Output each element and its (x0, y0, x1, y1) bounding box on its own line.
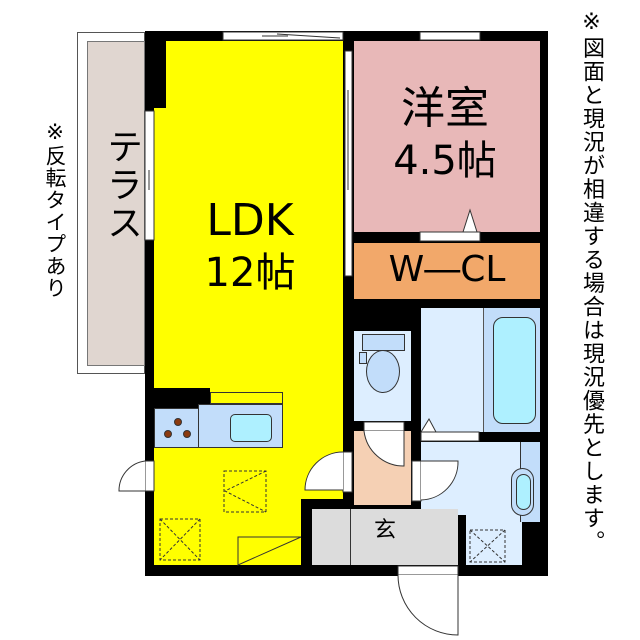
kitchen-top-rail (210, 392, 283, 404)
storage-triangle (237, 536, 302, 566)
bathtub[interactable] (493, 317, 536, 424)
entry-arrow-icon (420, 417, 437, 433)
sliding-door-icon (344, 50, 353, 277)
toilet-bowl[interactable] (366, 350, 400, 393)
stove-burner-icon[interactable] (164, 430, 172, 438)
toilet-button[interactable] (359, 352, 367, 364)
western-room-size: 4.5帖 (393, 138, 497, 184)
sink[interactable] (230, 414, 272, 442)
door-opening (419, 231, 481, 242)
washroom-storage-icon (469, 529, 506, 563)
washroom-door-swing (420, 460, 459, 501)
entry-arrow-icon (462, 208, 478, 233)
washroom-lower (466, 515, 522, 565)
ldk-size: 12帖 (204, 250, 296, 296)
stove-counter (154, 408, 199, 448)
entrance-label: 玄 (373, 518, 396, 543)
walk-in-closet (354, 243, 540, 299)
vanity-sink[interactable] (516, 474, 531, 510)
reverse-type-note: ※反転タイプあり (43, 120, 67, 299)
sliding-window-icon (144, 110, 155, 241)
western-room (354, 41, 540, 232)
bathroom-floor (421, 308, 483, 432)
entrance (312, 509, 458, 565)
window-icon (222, 31, 481, 41)
toilet-door-swing (363, 430, 405, 467)
entrance-door-swing (397, 574, 459, 636)
side-door-swing (118, 460, 146, 492)
stove-burner-icon[interactable] (183, 430, 191, 438)
kitchen-wall (154, 388, 210, 408)
western-room-label: 洋室 (401, 83, 489, 134)
stove-burner-icon[interactable] (174, 418, 182, 426)
ceiling-storage-icon (159, 470, 267, 561)
entrance-step (350, 509, 351, 565)
ldk-label: LDK (206, 195, 294, 246)
terrace-label: テラス (101, 128, 142, 242)
terrace (87, 41, 145, 366)
walk-in-closet-label: W―CL (388, 249, 506, 290)
disclaimer-note: ※図面と現況が相違する場合は現況優先とします。 (579, 10, 604, 554)
